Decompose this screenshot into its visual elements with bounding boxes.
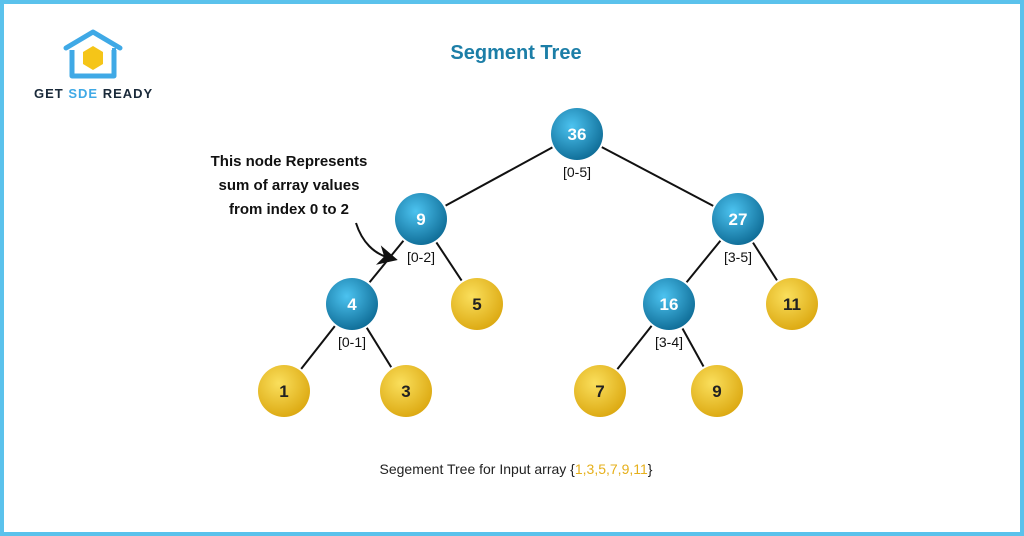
leaf-node-circle xyxy=(766,278,818,330)
tree-node-n1: 1 xyxy=(258,365,310,417)
tree-node-n4: 4 [0-1] xyxy=(326,278,378,350)
leaf-node-circle xyxy=(258,365,310,417)
node-range-n9a: [0-2] xyxy=(407,249,435,265)
graduation-house-icon xyxy=(63,29,123,79)
edges-layer xyxy=(300,146,778,370)
node-range-n4: [0-1] xyxy=(338,334,366,350)
node-value-n1: 1 xyxy=(279,382,288,401)
annotation-line-3: from index 0 to 2 xyxy=(229,201,349,218)
tree-node-n36: 36 [0-5] xyxy=(551,108,603,180)
logo-text-part1: GET xyxy=(34,86,69,101)
tree-edge-n16-n7 xyxy=(616,325,653,370)
internal-node-circle xyxy=(326,278,378,330)
node-value-n11: 11 xyxy=(783,295,801,314)
node-value-n3: 3 xyxy=(401,382,410,401)
tree-edge-n27-n11 xyxy=(752,242,778,281)
caption-array: 1,3,5,7,9,11 xyxy=(574,461,648,477)
tree-node-n27: 27 [3-5] xyxy=(712,193,764,265)
tree-edge-n4-n1 xyxy=(300,325,336,370)
leaf-node-circle xyxy=(451,278,503,330)
node-value-n9a: 9 xyxy=(416,210,425,229)
annotation-arrow xyxy=(355,222,398,265)
tree-edge-n27-n16 xyxy=(685,240,722,283)
tree-edge-n36-n9a xyxy=(445,146,553,207)
logo-text: GET SDE READY xyxy=(34,86,194,101)
node-value-n27: 27 xyxy=(729,210,748,229)
tree-node-n9b: 9 xyxy=(691,365,743,417)
logo: GET SDE READY xyxy=(34,26,194,106)
tree-node-n11: 11 xyxy=(766,278,818,330)
annotation-line-2: sum of array values xyxy=(219,177,360,194)
caption-prefix: Segement Tree for Input array { xyxy=(379,461,575,477)
caption: Segement Tree for Input array {1,3,5,7,9… xyxy=(4,461,1024,477)
node-value-n4: 4 xyxy=(347,295,357,314)
node-value-n9b: 9 xyxy=(712,382,721,401)
caption-suffix: } xyxy=(647,461,653,477)
tree-edge-n36-n27 xyxy=(601,146,714,207)
leaf-node-circle xyxy=(380,365,432,417)
node-range-n36: [0-5] xyxy=(563,164,591,180)
tree-edge-n9a-n4 xyxy=(368,240,405,283)
annotation: This node Represents sum of array values… xyxy=(211,153,398,265)
node-value-n5: 5 xyxy=(472,295,481,314)
tree-edge-n9a-n5 xyxy=(435,241,463,282)
tree-edge-n16-n9b xyxy=(681,328,705,367)
node-value-n16: 16 xyxy=(660,295,679,314)
node-range-n27: [3-5] xyxy=(724,249,752,265)
node-range-n16: [3-4] xyxy=(655,334,683,350)
internal-node-circle xyxy=(395,193,447,245)
tree-node-n3: 3 xyxy=(380,365,432,417)
logo-text-part3: READY xyxy=(98,86,154,101)
annotation-line-1: This node Represents xyxy=(211,153,368,170)
tree-node-n16: 16 [3-4] xyxy=(643,278,695,350)
logo-text-accent: SDE xyxy=(68,86,99,101)
node-value-n36: 36 xyxy=(568,125,587,144)
tree-edge-n4-n3 xyxy=(365,327,393,368)
internal-node-circle xyxy=(551,108,603,160)
leaf-node-circle xyxy=(574,365,626,417)
leaf-node-circle xyxy=(691,365,743,417)
tree-node-n7: 7 xyxy=(574,365,626,417)
page-title: Segment Tree xyxy=(450,42,582,64)
node-value-n7: 7 xyxy=(595,382,604,401)
internal-node-circle xyxy=(712,193,764,245)
tree-node-n5: 5 xyxy=(451,278,503,330)
tree-node-n9a: 9 [0-2] xyxy=(395,193,447,265)
internal-node-circle xyxy=(643,278,695,330)
